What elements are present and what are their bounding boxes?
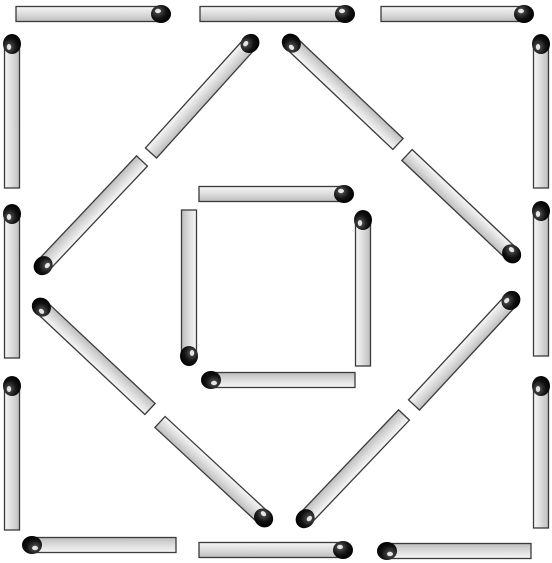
match-head-icon [180,346,198,366]
match-head-highlight [211,381,217,385]
matchstick-body [387,544,531,559]
match-head-highlight [7,214,11,220]
matchstick-body [155,416,269,523]
matchstick-body [199,187,344,202]
match-head-icon [333,541,353,559]
matchstick[interactable] [381,5,534,23]
matchstick-body [199,543,343,558]
outer-square-group [3,5,550,560]
match-head-highlight [339,9,345,13]
matchstick[interactable] [22,536,176,554]
matchstick[interactable] [532,376,550,528]
inner-square-group [180,185,372,389]
matchstick[interactable] [154,415,277,531]
match-head-highlight [536,211,540,217]
matchstick-body [38,156,148,271]
match-head-icon [514,5,534,23]
match-head-highlight [518,9,524,13]
matchstick[interactable] [532,34,550,188]
matchstick-body [145,38,255,158]
matchstick[interactable] [532,201,550,356]
matchstick[interactable] [180,210,198,366]
matchstick-body [32,538,176,553]
match-head-highlight [536,386,540,392]
matchstick[interactable] [3,204,21,358]
match-head-highlight [338,189,344,193]
matchstick-body [534,386,549,528]
matchstick-body [200,7,345,22]
matchstick-body [36,302,155,415]
match-head-highlight [337,545,343,549]
matchstick[interactable] [144,30,263,159]
matchstick[interactable] [377,542,531,560]
matchstick[interactable] [30,155,149,279]
matchstick-body [402,150,517,260]
matchstick[interactable] [201,371,355,389]
match-head-icon [334,185,354,203]
matchstick-body [5,44,20,188]
matchstick-body [408,295,516,410]
matchstick-body [534,44,549,188]
match-head-icon [201,371,221,389]
match-head-icon [3,204,21,224]
matchstick[interactable] [278,30,404,151]
matchstick-body [534,211,549,356]
matchstick-body [300,410,410,524]
matchstick[interactable] [3,376,21,530]
match-head-icon [354,210,372,230]
match-head-highlight [387,552,393,556]
match-head-icon [532,376,550,396]
matchstick[interactable] [401,148,525,267]
matchstick[interactable] [200,5,355,23]
matchstick-body [5,386,20,530]
match-head-highlight [190,350,194,356]
match-head-highlight [7,44,11,50]
match-head-icon [3,376,21,396]
matchstick-body [356,220,371,366]
matchstick-body [381,7,524,22]
match-head-icon [335,5,355,23]
matchstick-body [16,7,161,22]
match-head-icon [532,201,550,221]
matchstick[interactable] [292,409,411,532]
matchstick[interactable] [28,294,156,416]
matchstick[interactable] [199,185,354,203]
diamond-group [28,30,525,532]
match-head-icon [532,34,550,54]
matchstick-body [5,214,20,358]
match-head-highlight [358,220,362,226]
matchstick[interactable] [354,210,372,366]
matchstick-body [286,38,403,150]
match-head-highlight [155,9,161,13]
matchstick[interactable] [3,34,21,188]
matchstick[interactable] [16,5,171,23]
match-head-icon [377,542,397,560]
match-head-icon [22,536,42,554]
match-head-highlight [536,44,540,50]
matchstick[interactable] [407,287,524,411]
match-head-highlight [32,546,38,550]
match-head-icon [3,34,21,54]
matchstick-body [182,210,197,356]
match-head-highlight [7,386,11,392]
match-head-icon [151,5,171,23]
matchstick[interactable] [199,541,353,559]
matchstick-body [211,373,355,388]
